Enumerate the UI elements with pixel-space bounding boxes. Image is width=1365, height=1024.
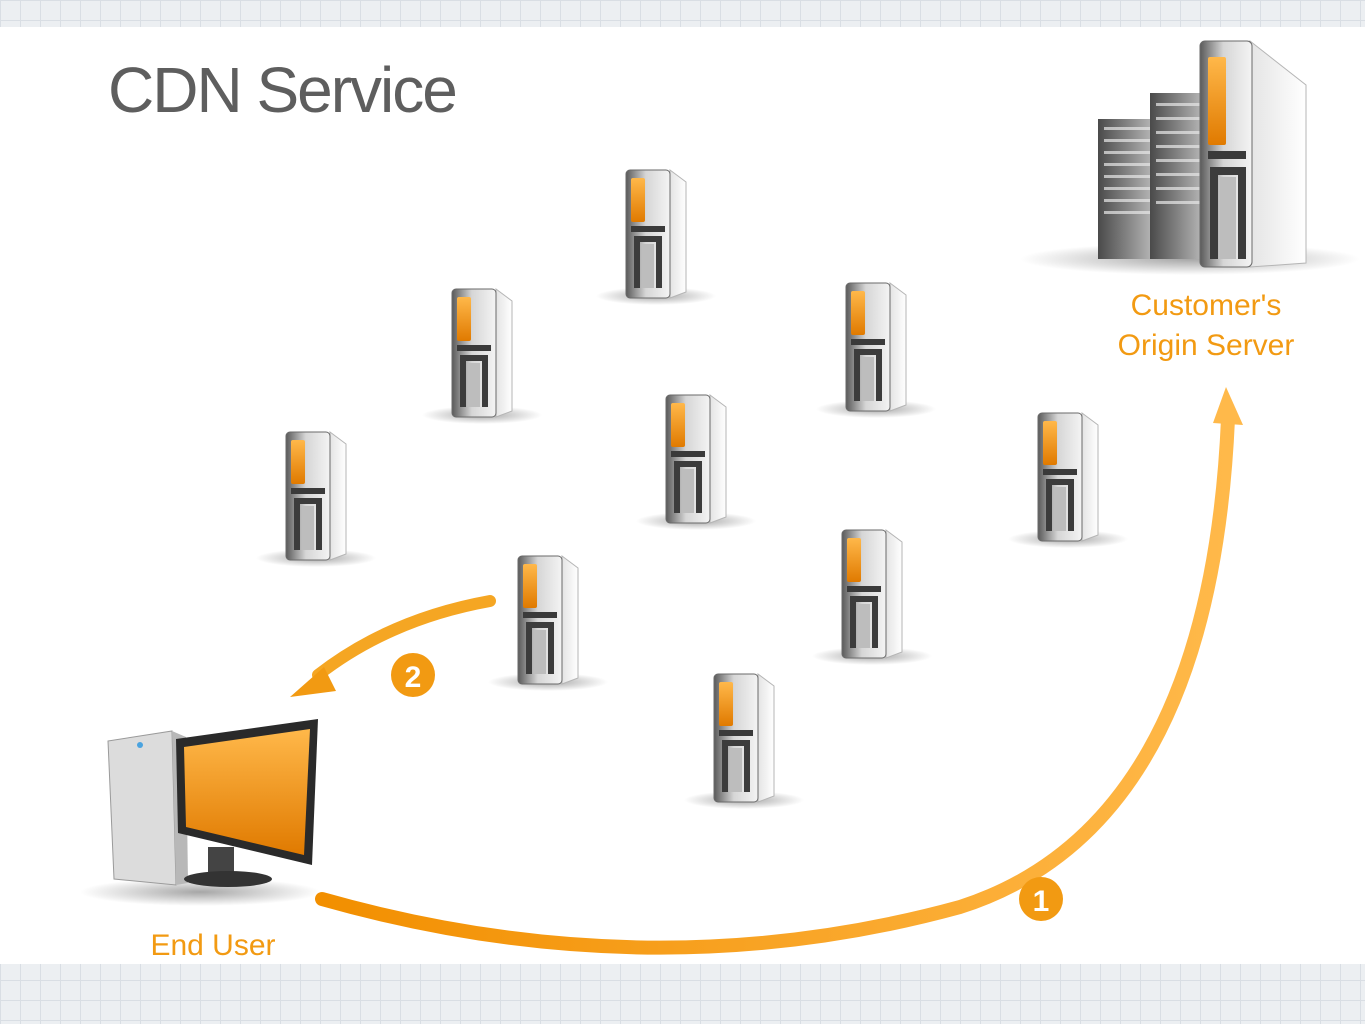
arrow-step-1-head: [1213, 387, 1243, 425]
diagram-title: CDN Service: [108, 54, 458, 126]
end-user-computer-icon: [80, 719, 320, 906]
edge-server-6: [1007, 412, 1129, 549]
edge-server-5: [255, 431, 377, 568]
end-user-label: End User: [150, 929, 276, 962]
origin-label-line1: Customer's: [1130, 289, 1282, 322]
origin-server-icon: [1020, 39, 1360, 275]
slide-canvas: CDN Service: [0, 27, 1365, 964]
edge-server-4: [635, 394, 757, 531]
edge-server-9: [683, 673, 805, 810]
arrow-step-2: [312, 595, 496, 681]
edge-server-3: [815, 282, 937, 419]
edge-server-8: [811, 529, 933, 666]
edge-server-7: [487, 555, 609, 692]
edge-server-1: [595, 169, 717, 306]
edge-server-2: [421, 288, 543, 425]
step-badge-1: 1: [1019, 877, 1063, 921]
arrow-step-2-head: [290, 667, 336, 697]
origin-label-line2: Origin Server: [1117, 329, 1295, 362]
diagram-graphic: 2 1: [80, 39, 1360, 955]
step-badge-2: 2: [391, 653, 435, 697]
origin-server-label: Customer's Origin Server: [1096, 286, 1316, 366]
svg-text:2: 2: [405, 661, 422, 694]
arrow-step-1: [315, 412, 1235, 955]
svg-text:1: 1: [1033, 885, 1050, 918]
